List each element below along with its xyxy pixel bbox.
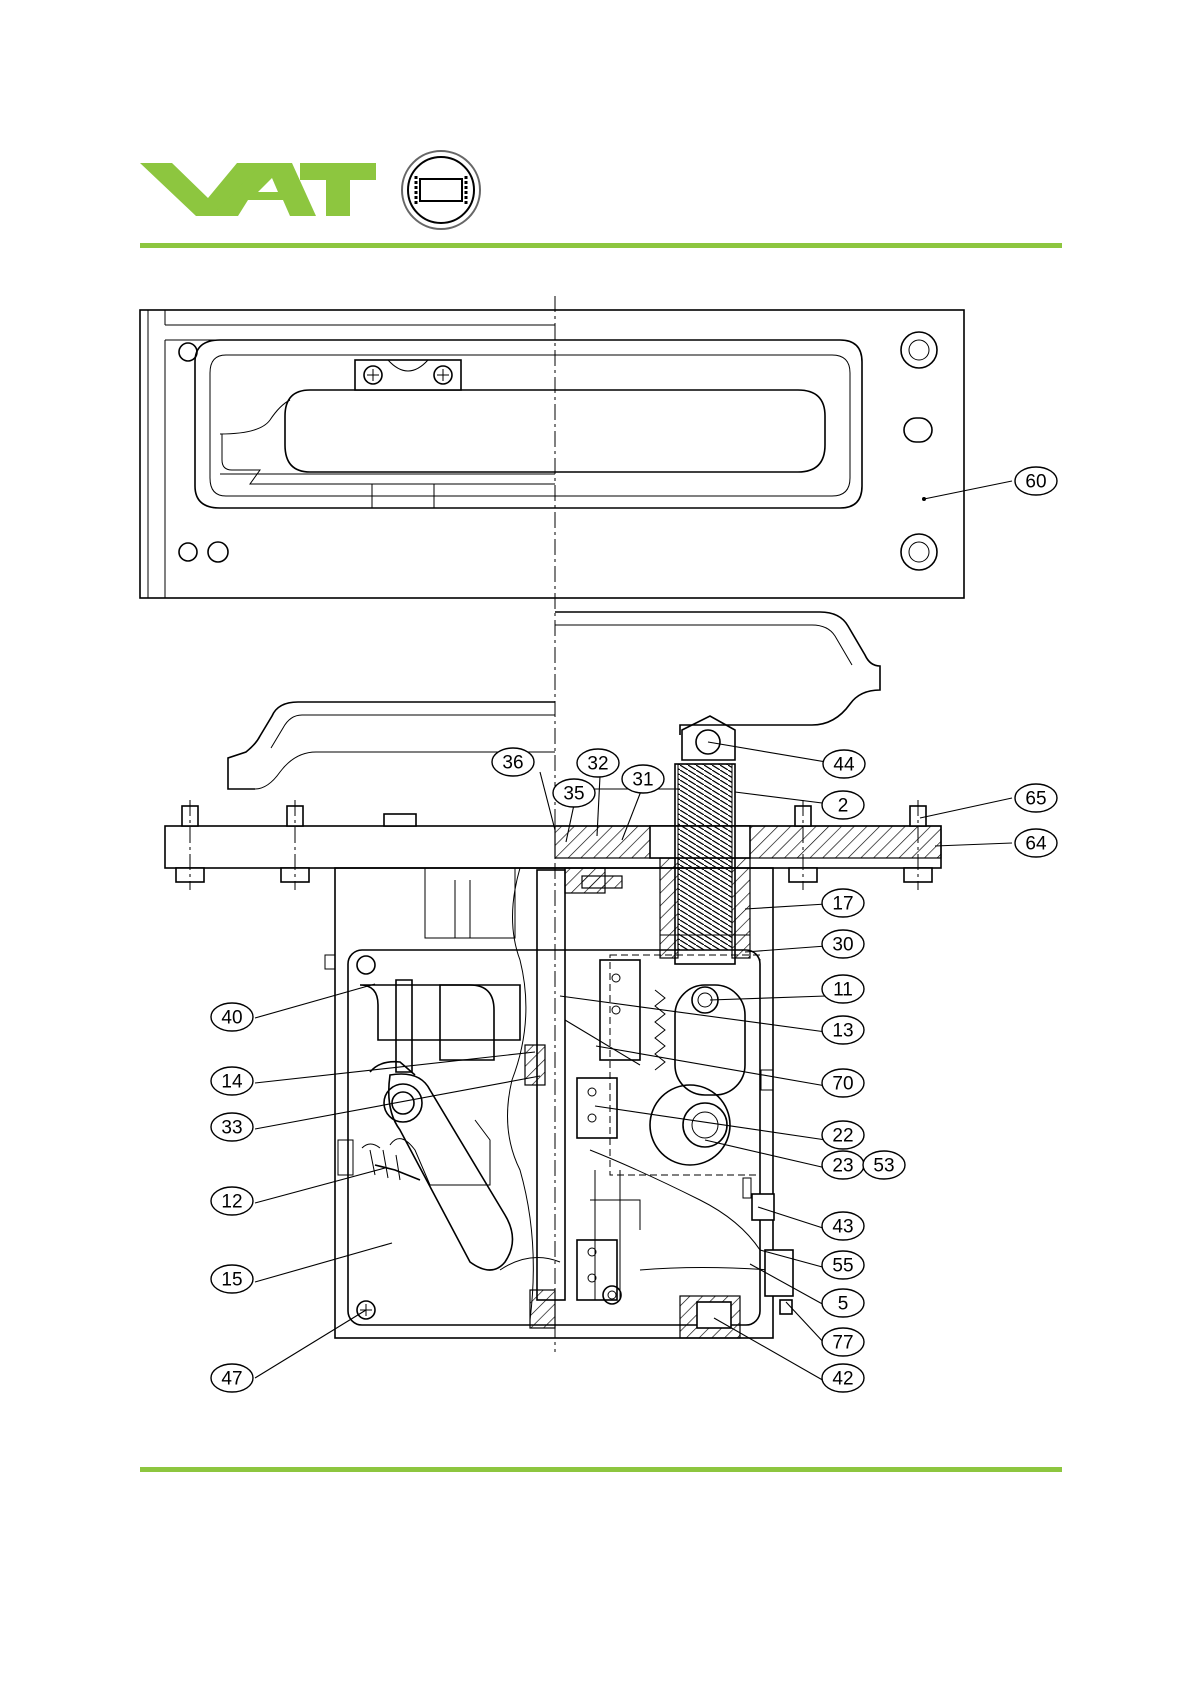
header: [140, 151, 1062, 248]
callout-label: 65: [1025, 789, 1046, 810]
callout-65: 65: [1015, 784, 1057, 812]
callout-label: 17: [832, 894, 853, 915]
vat-logo: [140, 163, 376, 216]
callouts: 60 36 32 31 35 44 2 65 64 17 30 11 13 40 14 70 33 22 23 53 1…: [211, 467, 1057, 1392]
callout-60: 60: [1015, 467, 1057, 495]
callout-31: 31: [622, 765, 664, 793]
callout-12: 12: [211, 1187, 253, 1215]
callout-label: 22: [832, 1126, 853, 1147]
top-view: [140, 310, 964, 598]
callout-42: 42: [822, 1364, 864, 1392]
gate-valve-symbol: [402, 151, 480, 229]
callout-70: 70: [822, 1069, 864, 1097]
header-rule: [140, 243, 1062, 248]
callout-15: 15: [211, 1265, 253, 1293]
callout-label: 64: [1025, 834, 1047, 855]
callout-23: 23: [822, 1151, 864, 1179]
callout-2: 2: [822, 791, 864, 819]
callout-30: 30: [822, 930, 864, 958]
callout-47: 47: [211, 1364, 253, 1392]
callout-label: 12: [221, 1192, 242, 1213]
callout-22: 22: [822, 1121, 864, 1149]
callout-label: 55: [832, 1256, 853, 1277]
callout-35: 35: [553, 779, 595, 807]
callout-32: 32: [577, 749, 619, 777]
callout-label: 77: [832, 1333, 853, 1354]
callout-label: 14: [221, 1072, 243, 1093]
callout-label: 47: [221, 1369, 242, 1390]
callout-33: 33: [211, 1113, 253, 1141]
callout-43: 43: [822, 1212, 864, 1240]
callout-11: 11: [822, 975, 864, 1003]
footer-rule: [140, 1467, 1062, 1472]
callout-label: 70: [832, 1074, 853, 1095]
leader-lines: [255, 481, 1012, 1382]
callout-label: 35: [563, 784, 584, 805]
callout-label: 44: [833, 755, 855, 776]
callout-label: 40: [221, 1008, 242, 1029]
callout-label: 23: [832, 1156, 853, 1177]
callout-label: 15: [221, 1270, 242, 1291]
callout-44: 44: [823, 750, 865, 778]
callout-77: 77: [822, 1328, 864, 1356]
callout-64: 64: [1015, 829, 1057, 857]
callout-label: 5: [838, 1294, 849, 1315]
callout-17: 17: [822, 889, 864, 917]
callout-label: 43: [832, 1217, 853, 1238]
callout-36: 36: [492, 748, 534, 776]
callout-label: 2: [838, 796, 849, 817]
callout-53: 53: [863, 1151, 905, 1179]
callout-label: 31: [632, 770, 653, 791]
callout-label: 32: [587, 754, 608, 775]
callout-label: 42: [832, 1369, 853, 1390]
callout-40: 40: [211, 1003, 253, 1031]
callout-label: 30: [832, 935, 853, 956]
callout-13: 13: [822, 1016, 864, 1044]
callout-label: 13: [832, 1021, 853, 1042]
callout-label: 11: [833, 980, 853, 1001]
callout-label: 33: [221, 1118, 242, 1139]
callout-label: 53: [873, 1156, 894, 1177]
callout-14: 14: [211, 1067, 253, 1095]
callout-label: 60: [1025, 472, 1046, 493]
callout-55: 55: [822, 1251, 864, 1279]
callout-label: 36: [502, 753, 523, 774]
callout-5: 5: [822, 1289, 864, 1317]
